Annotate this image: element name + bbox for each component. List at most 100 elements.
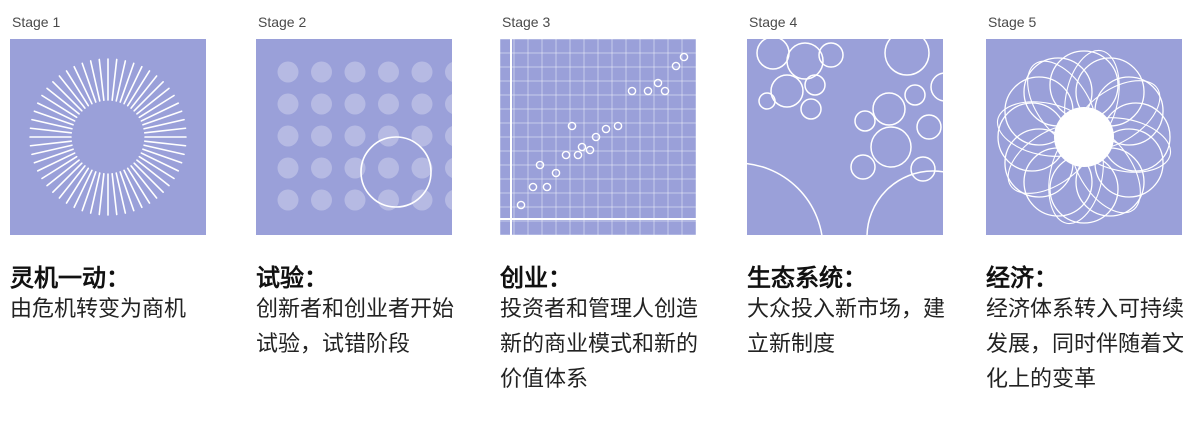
- stage-description: 由危机转变为商机: [10, 297, 187, 322]
- grid-dot: [311, 157, 332, 179]
- ray-line: [119, 62, 135, 103]
- network-circle: [770, 74, 804, 108]
- stage-title: 创业：: [500, 263, 572, 292]
- data-point: [643, 86, 653, 96]
- stage-1-illustration: [10, 39, 206, 235]
- ray-line: [73, 169, 93, 209]
- petal-circle: [1023, 147, 1093, 217]
- network-circle: [930, 72, 943, 102]
- grid-dot: [344, 125, 366, 147]
- ray-line: [58, 75, 86, 109]
- data-point: [601, 124, 611, 134]
- grid-dot: [344, 93, 366, 115]
- petal-ellipse: [1064, 49, 1120, 146]
- network-circle: [884, 39, 930, 76]
- network-circle: [756, 39, 790, 70]
- ray-line: [138, 94, 175, 119]
- stage-4-illustration: [747, 39, 943, 235]
- grid-dot: [277, 93, 299, 115]
- network-circle: [818, 42, 844, 68]
- stage-description: 经济体系转入可持续发展，同时伴随着文化上的变革: [986, 297, 1185, 392]
- ray-line: [130, 75, 158, 109]
- ray-line: [33, 110, 74, 126]
- ray-line: [143, 144, 185, 156]
- ray-line: [133, 162, 164, 193]
- network-circle: [854, 110, 876, 132]
- data-point: [542, 182, 552, 192]
- network-circle: [786, 42, 824, 80]
- grid-dot: [445, 94, 452, 114]
- grid-dot: [411, 189, 433, 211]
- grid-dot: [344, 189, 366, 211]
- petal-circle: [1023, 57, 1093, 127]
- data-point: [591, 132, 601, 142]
- ray-line: [89, 172, 101, 214]
- data-point: [528, 182, 538, 192]
- stage-description: 创新者和创业者开始试验，试错阶段: [256, 297, 455, 357]
- ray-line: [115, 60, 127, 102]
- growth-scatter-illustration: [500, 39, 696, 235]
- ray-line: [29, 127, 73, 134]
- grid-dot: [378, 61, 399, 83]
- network-circle: [800, 98, 822, 120]
- ray-line: [98, 172, 105, 216]
- ray-line: [142, 110, 183, 126]
- stage-label: Stage 1: [12, 14, 61, 30]
- grid-dot: [378, 157, 399, 179]
- ray-line: [111, 58, 118, 102]
- ray-line: [123, 169, 143, 209]
- ray-line: [140, 102, 180, 122]
- ray-line: [65, 167, 90, 204]
- ray-line: [36, 152, 76, 172]
- ray-line: [31, 118, 73, 130]
- ray-line: [81, 62, 97, 103]
- ray-line: [123, 65, 143, 105]
- ray-line: [33, 148, 74, 164]
- data-point: [671, 61, 681, 71]
- stage-title: 经济：: [986, 263, 1058, 292]
- petal-circle: [1094, 76, 1164, 146]
- data-point: [535, 160, 545, 170]
- ray-line: [111, 172, 118, 216]
- ray-line: [89, 60, 101, 102]
- grid-dot: [378, 125, 399, 147]
- ray-line: [41, 155, 78, 180]
- ray-line: [52, 81, 83, 112]
- ray-line: [36, 102, 76, 122]
- grid-dot: [411, 125, 433, 147]
- grid-dot: [277, 125, 299, 147]
- stage-3-illustration: [500, 39, 696, 235]
- ray-line: [46, 87, 80, 115]
- grid-dot: [445, 190, 452, 210]
- ray-line: [136, 159, 170, 187]
- network-circle: [904, 84, 926, 106]
- sunburst-illustration: [29, 58, 187, 216]
- petal-circle: [1004, 76, 1074, 146]
- grid-dot: [277, 61, 299, 83]
- ray-line: [58, 165, 86, 199]
- center-disc: [1054, 107, 1114, 167]
- petal-circle: [1075, 147, 1145, 217]
- ray-line: [46, 159, 80, 187]
- ray-line: [73, 65, 93, 105]
- petal-circle: [1004, 128, 1074, 198]
- dot-grid-illustration: [277, 61, 452, 211]
- rosette-illustration: [996, 49, 1172, 225]
- stage-title: 生态系统：: [747, 263, 867, 292]
- data-point: [577, 142, 587, 152]
- network-circle: [758, 92, 776, 110]
- grid-dot: [344, 61, 366, 83]
- ray-line: [136, 87, 170, 115]
- network-circle: [804, 74, 826, 96]
- grid-dot: [445, 158, 452, 178]
- ray-line: [52, 162, 83, 193]
- grid-dot: [411, 93, 433, 115]
- data-point: [561, 150, 571, 160]
- ray-line: [143, 127, 187, 134]
- stage-title: 试验：: [256, 263, 328, 292]
- stage-description: 投资者和管理人创造新的商业模式和新的价值体系: [500, 297, 699, 392]
- grid-dot: [378, 93, 399, 115]
- ray-line: [81, 171, 97, 212]
- data-point: [573, 150, 583, 160]
- ray-line: [119, 171, 135, 212]
